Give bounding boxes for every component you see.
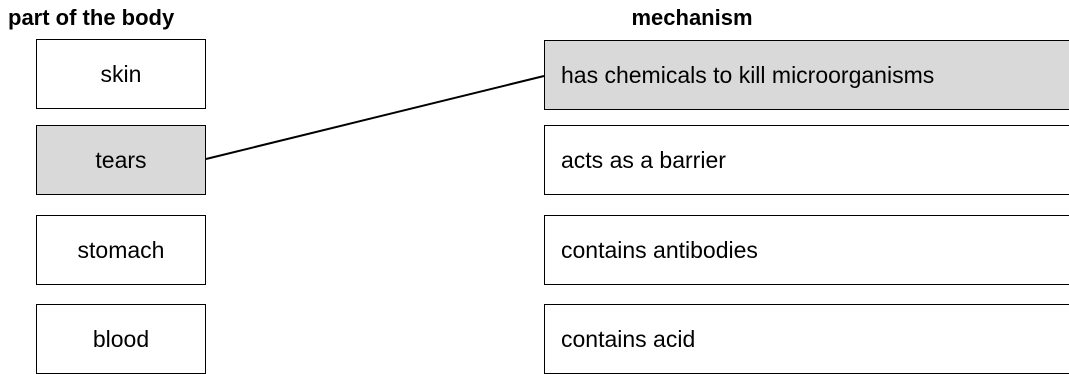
mechanism-label: acts as a barrier: [561, 146, 726, 173]
part-label: blood: [92, 325, 150, 352]
mechanism-box-antibodies[interactable]: contains antibodies: [544, 215, 1069, 285]
part-box-tears[interactable]: tears: [36, 125, 206, 195]
part-label: skin: [100, 60, 142, 87]
part-label: tears: [95, 146, 147, 173]
mechanism-heading: mechanism: [631, 5, 753, 30]
part-box-stomach[interactable]: stomach: [36, 215, 206, 285]
mechanism-box-barrier[interactable]: acts as a barrier: [544, 125, 1069, 195]
mechanism-label: has chemicals to kill microorganisms: [561, 61, 935, 88]
mechanism-box-acid[interactable]: contains acid: [544, 304, 1069, 374]
part-label: stomach: [77, 236, 165, 263]
part-box-blood[interactable]: blood: [36, 304, 206, 374]
mechanism-label: contains acid: [561, 325, 696, 352]
part-box-skin[interactable]: skin: [36, 39, 206, 109]
connector-line-tears-to-chemicals: [205, 75, 545, 160]
mechanism-box-kill-microorganisms[interactable]: has chemicals to kill microorganisms: [544, 40, 1069, 110]
part-of-body-heading: part of the body: [8, 5, 175, 30]
mechanism-label: contains antibodies: [561, 236, 758, 263]
